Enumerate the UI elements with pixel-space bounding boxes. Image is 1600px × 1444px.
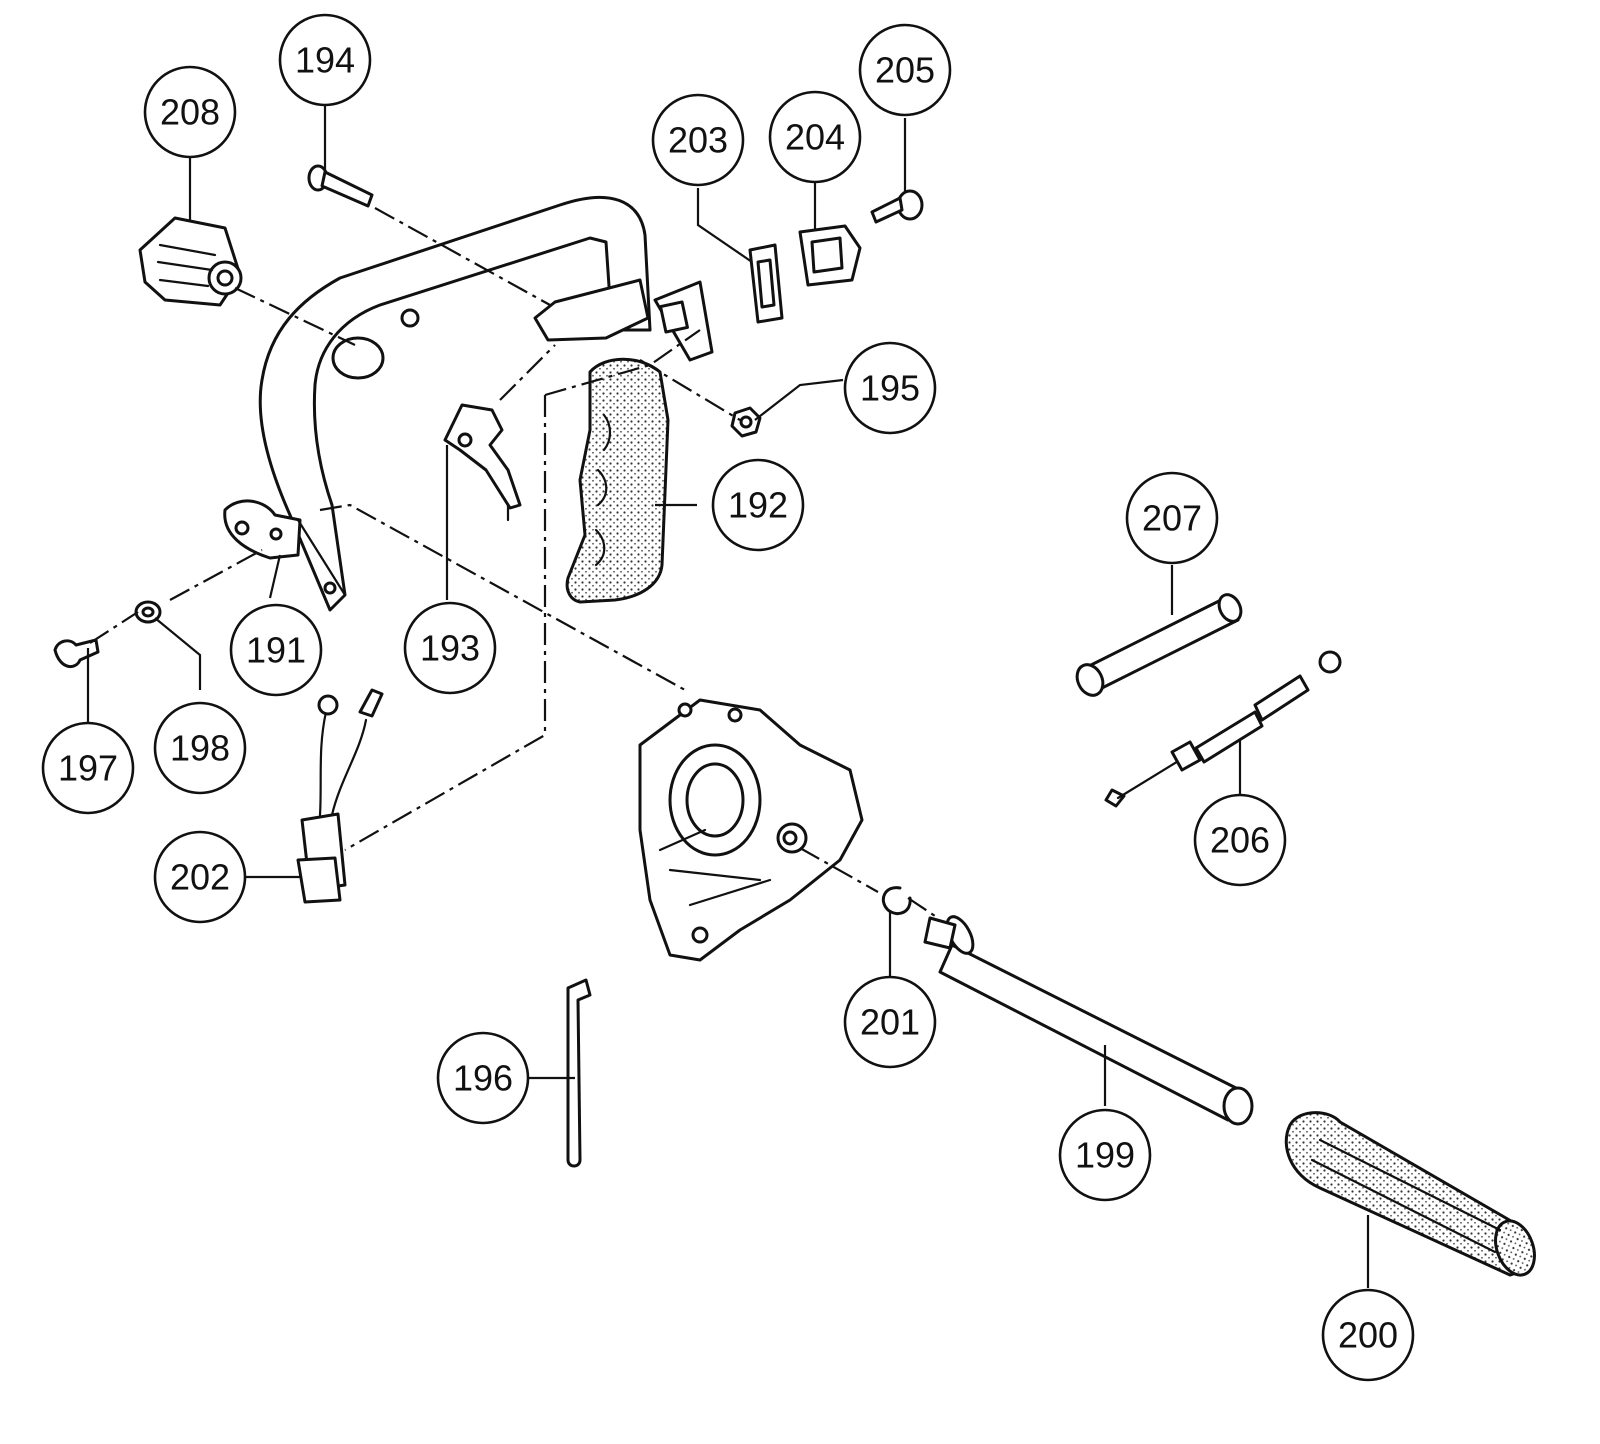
callout-198: 198 [153, 701, 247, 795]
callout-202: 202 [153, 830, 247, 924]
engine-housing [638, 698, 864, 962]
nut-195 [730, 406, 762, 438]
callout-199: 199 [1058, 1108, 1152, 1202]
callout-203: 203 [651, 93, 745, 187]
callout-circle-193 [403, 601, 497, 695]
callout-label-205: 205 [875, 50, 935, 91]
callout-label-200: 200 [1338, 1315, 1398, 1356]
switch-204 [798, 224, 862, 287]
callout-circle-197 [41, 721, 135, 815]
snap-ring-201 [881, 886, 912, 915]
callout-circle-199 [1058, 1108, 1152, 1202]
callout-197: 197 [41, 721, 135, 815]
callout-label-192: 192 [728, 485, 788, 526]
callout-label-194: 194 [295, 40, 355, 81]
callout-label-202: 202 [170, 857, 230, 898]
callout-circle-192 [711, 458, 805, 552]
callout-label-195: 195 [860, 368, 920, 409]
callout-circle-204 [768, 90, 862, 184]
callout-191: 191 [229, 603, 323, 697]
callout-circle-201 [843, 975, 937, 1069]
callout-circle-205 [858, 23, 952, 117]
callout-193: 193 [403, 601, 497, 695]
callout-206: 206 [1193, 793, 1287, 887]
callout-205: 205 [858, 23, 952, 117]
callout-circle-200 [1321, 1288, 1415, 1382]
connector-202 [296, 688, 384, 904]
leader-lines [86, 106, 1370, 1288]
callout-label-196: 196 [453, 1058, 513, 1099]
callout-194: 194 [278, 13, 372, 107]
callout-200: 200 [1321, 1288, 1415, 1382]
callout-circle-208 [143, 65, 237, 159]
switch-block-208 [138, 216, 243, 307]
callout-label-197: 197 [58, 748, 118, 789]
assembly-lines [89, 207, 939, 919]
callout-label-191: 191 [246, 630, 306, 671]
callouts-layer: 191 192 193 194 195 196 197 198 [41, 13, 1415, 1382]
callout-label-193: 193 [420, 628, 480, 669]
callout-label-208: 208 [160, 92, 220, 133]
callout-195: 195 [843, 341, 937, 435]
callout-196: 196 [436, 1031, 530, 1125]
callout-label-204: 204 [785, 117, 845, 158]
callout-192: 192 [711, 458, 805, 552]
callout-label-206: 206 [1210, 820, 1270, 861]
callout-label-207: 207 [1142, 498, 1202, 539]
rear-grip [565, 357, 670, 604]
callout-204: 204 [768, 90, 862, 184]
handle-tube-199 [923, 915, 1254, 1126]
callout-circle-207 [1125, 471, 1219, 565]
callout-circle-191 [229, 603, 323, 697]
callout-207: 207 [1125, 471, 1219, 565]
callout-label-198: 198 [170, 728, 230, 769]
sleeve-207 [1075, 593, 1243, 697]
handle-bracket [533, 278, 714, 362]
cable-tie-196 [566, 978, 592, 1168]
callout-circle-195 [843, 341, 937, 435]
callout-208: 208 [143, 65, 237, 159]
front-grip-200 [1284, 1111, 1536, 1277]
callout-circle-198 [153, 701, 247, 795]
callout-label-203: 203 [668, 120, 728, 161]
callout-label-201: 201 [860, 1002, 920, 1043]
screw-205 [870, 189, 924, 224]
callout-circle-196 [436, 1031, 530, 1125]
callout-label-199: 199 [1075, 1135, 1135, 1176]
cable-206 [1104, 650, 1342, 808]
parts-layer [53, 164, 1536, 1277]
screw-194 [307, 164, 374, 208]
throttle-trigger [443, 403, 522, 522]
callout-circle-206 [1193, 793, 1287, 887]
gasket-203 [748, 243, 784, 324]
callout-circle-194 [278, 13, 372, 107]
callout-201: 201 [843, 975, 937, 1069]
front-handle-bar [223, 195, 652, 612]
bolt-197 [53, 638, 100, 669]
callout-circle-202 [153, 830, 247, 924]
callout-circle-203 [651, 93, 745, 187]
